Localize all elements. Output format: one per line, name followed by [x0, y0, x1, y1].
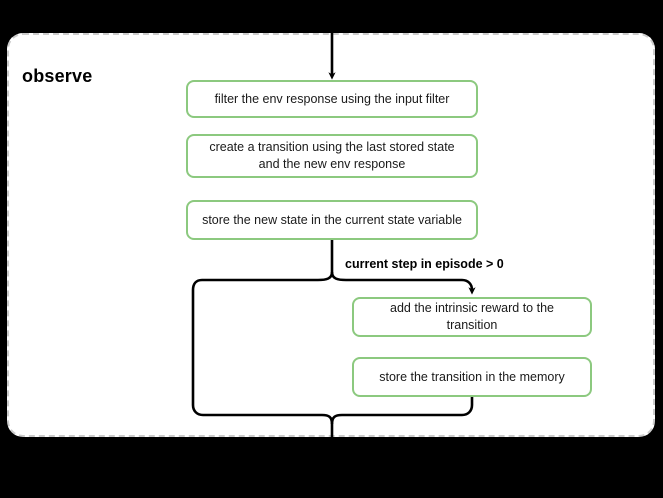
edge-store-memory-to-merge — [330, 397, 474, 425]
edge-label-current-step-condition: current step in episode > 0 — [345, 257, 504, 271]
node-store-state[interactable]: store the new state in the current state… — [186, 200, 478, 240]
node-store-state-label: store the new state in the current state… — [202, 212, 462, 227]
node-store-transition-memory[interactable]: store the transition in the memory — [352, 357, 592, 397]
edge-branch-right-to-intrinsic — [330, 271, 476, 295]
node-add-intrinsic-reward-label: add the intrinsic reward to the transiti… — [390, 301, 554, 332]
node-filter[interactable]: filter the env response using the input … — [186, 80, 478, 118]
subgraph-title: observe — [22, 66, 93, 86]
node-filter-label: filter the env response using the input … — [214, 91, 450, 106]
node-add-intrinsic-reward[interactable]: add the intrinsic reward to the transiti… — [352, 297, 592, 337]
node-create-transition[interactable]: create a transition using the last store… — [186, 134, 478, 178]
node-create-transition-label: create a transition using the last store… — [209, 140, 455, 171]
node-store-transition-memory-label: store the transition in the memory — [379, 369, 565, 384]
edge-branch-left-bypass — [191, 271, 334, 425]
